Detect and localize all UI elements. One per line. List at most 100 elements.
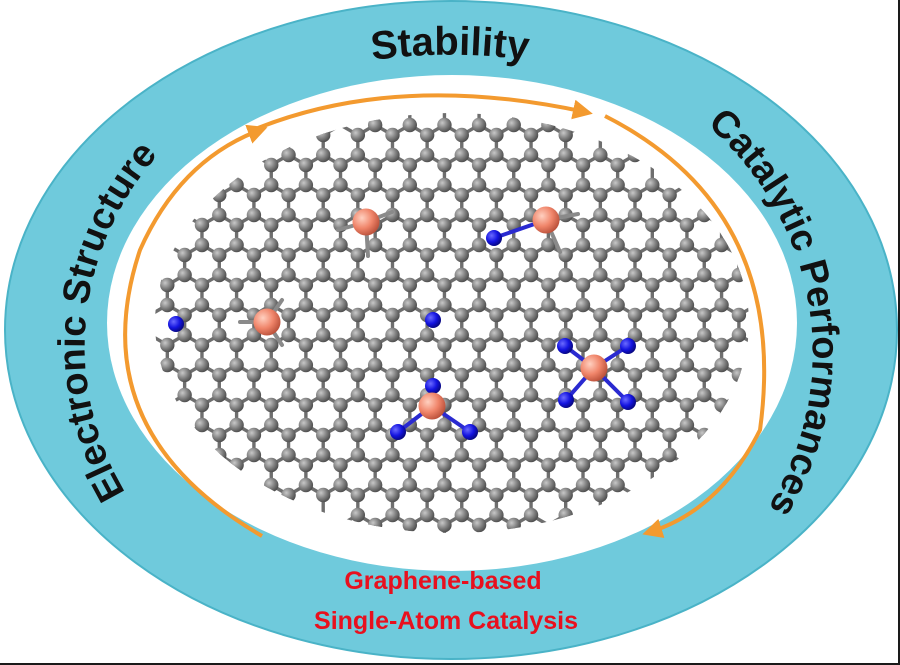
carbon-atom-icon xyxy=(419,487,435,503)
carbon-atom-icon xyxy=(264,337,279,353)
carbon-atom-icon xyxy=(714,237,729,253)
carbon-atom-icon xyxy=(437,297,452,313)
carbon-atom-icon xyxy=(298,217,314,233)
carbon-atom-icon xyxy=(229,177,244,193)
carbon-atom-icon xyxy=(679,297,695,313)
carbon-atom-icon xyxy=(506,417,521,433)
carbon-atom-icon xyxy=(679,337,695,353)
carbon-atom-icon xyxy=(662,327,677,343)
carbon-atom-icon xyxy=(697,367,712,383)
carbon-atom-icon xyxy=(610,477,625,493)
carbon-atom-icon xyxy=(316,487,331,503)
carbon-atom-icon xyxy=(298,277,314,293)
carbon-atom-icon xyxy=(714,297,729,313)
carbon-atom-icon xyxy=(194,217,210,233)
carbon-atom-icon xyxy=(246,447,262,463)
carbon-atom-icon xyxy=(281,427,296,443)
carbon-atom-icon xyxy=(610,277,625,293)
carbon-atom-icon xyxy=(558,247,573,263)
carbon-atom-icon xyxy=(316,267,331,283)
carbon-atom-icon xyxy=(541,357,556,373)
carbon-atom-icon xyxy=(402,117,418,133)
carbon-atom-icon xyxy=(402,357,418,373)
carbon-atom-icon xyxy=(645,417,660,433)
carbon-atom-icon xyxy=(316,187,331,203)
carbon-atom-icon xyxy=(454,267,469,283)
carbon-atom-icon xyxy=(160,277,175,293)
carbon-atom-icon xyxy=(264,357,279,373)
carbon-atom-icon xyxy=(662,307,677,323)
carbon-atom-icon xyxy=(333,177,348,193)
carbon-atom-icon xyxy=(367,357,383,373)
carbon-atom-icon xyxy=(298,237,314,253)
carbon-atom-icon xyxy=(402,457,418,473)
carbon-atom-icon xyxy=(506,357,521,373)
carbon-atom-icon xyxy=(714,337,729,353)
carbon-atom-icon xyxy=(194,337,210,353)
carbon-atom-icon xyxy=(558,447,573,463)
carbon-atom-icon xyxy=(489,387,504,403)
carbon-atom-icon xyxy=(385,247,400,263)
carbon-atom-icon xyxy=(437,237,452,253)
carbon-atom-icon xyxy=(645,177,660,193)
carbon-atom-icon xyxy=(333,337,348,353)
carbon-atom-icon xyxy=(489,187,504,203)
carbon-atom-icon xyxy=(454,187,469,203)
carbon-atom-icon xyxy=(367,237,383,253)
carbon-atom-icon xyxy=(316,387,331,403)
carbon-atom-icon xyxy=(419,327,435,343)
carbon-atom-icon xyxy=(212,427,227,443)
carbon-atom-icon xyxy=(645,297,660,313)
carbon-atom-icon xyxy=(350,327,366,343)
carbon-atom-icon xyxy=(264,277,279,293)
carbon-atom-icon xyxy=(437,417,452,433)
carbon-atom-icon xyxy=(454,487,469,503)
carbon-atom-icon xyxy=(350,187,366,203)
carbon-atom-icon xyxy=(593,267,608,283)
carbon-atom-icon xyxy=(523,487,539,503)
nitrogen-atom-icon xyxy=(425,312,441,328)
carbon-atom-icon xyxy=(367,297,383,313)
nitrogen-atom-icon xyxy=(620,394,636,410)
carbon-atom-icon xyxy=(350,387,366,403)
carbon-atom-icon xyxy=(281,207,296,223)
carbon-atom-icon xyxy=(437,217,452,233)
carbon-atom-icon xyxy=(610,177,625,193)
carbon-atom-icon xyxy=(489,427,504,443)
carbon-atom-icon xyxy=(575,177,591,193)
carbon-atom-icon xyxy=(385,507,400,523)
carbon-atom-icon xyxy=(281,327,296,343)
carbon-atom-icon xyxy=(385,187,400,203)
carbon-atom-icon xyxy=(523,367,539,383)
carbon-atom-icon xyxy=(281,367,296,383)
carbon-atom-icon xyxy=(402,157,418,173)
nitrogen-atom-icon xyxy=(425,378,441,394)
carbon-atom-icon xyxy=(575,457,591,473)
carbon-atom-icon xyxy=(489,127,504,143)
carbon-atom-icon xyxy=(662,187,677,203)
carbon-atom-icon xyxy=(160,357,175,373)
carbon-atom-icon xyxy=(298,417,314,433)
carbon-atom-icon xyxy=(264,457,279,473)
doped-sites xyxy=(168,206,636,440)
carbon-atom-icon xyxy=(506,477,521,493)
carbon-atom-icon xyxy=(489,267,504,283)
carbon-atom-icon xyxy=(194,357,210,373)
carbon-atom-icon xyxy=(454,127,469,143)
carbon-atom-icon xyxy=(489,327,504,343)
carbon-atom-icon xyxy=(350,127,366,143)
carbon-atom-icon xyxy=(679,277,695,293)
carbon-atom-icon xyxy=(367,117,383,133)
carbon-atom-icon xyxy=(731,307,747,323)
carbon-atom-icon xyxy=(437,477,452,493)
carbon-atom-icon xyxy=(454,207,469,223)
carbon-atom-icon xyxy=(523,187,539,203)
carbon-atom-icon xyxy=(523,307,539,323)
carbon-atom-icon xyxy=(454,367,469,383)
carbon-atom-icon xyxy=(333,157,348,173)
carbon-atom-icon xyxy=(333,357,348,373)
metal-single-atom-icon xyxy=(418,392,446,420)
carbon-atom-icon xyxy=(662,207,677,223)
caption-line-1: Graphene-based xyxy=(344,567,541,595)
carbon-atom-icon xyxy=(281,267,296,283)
